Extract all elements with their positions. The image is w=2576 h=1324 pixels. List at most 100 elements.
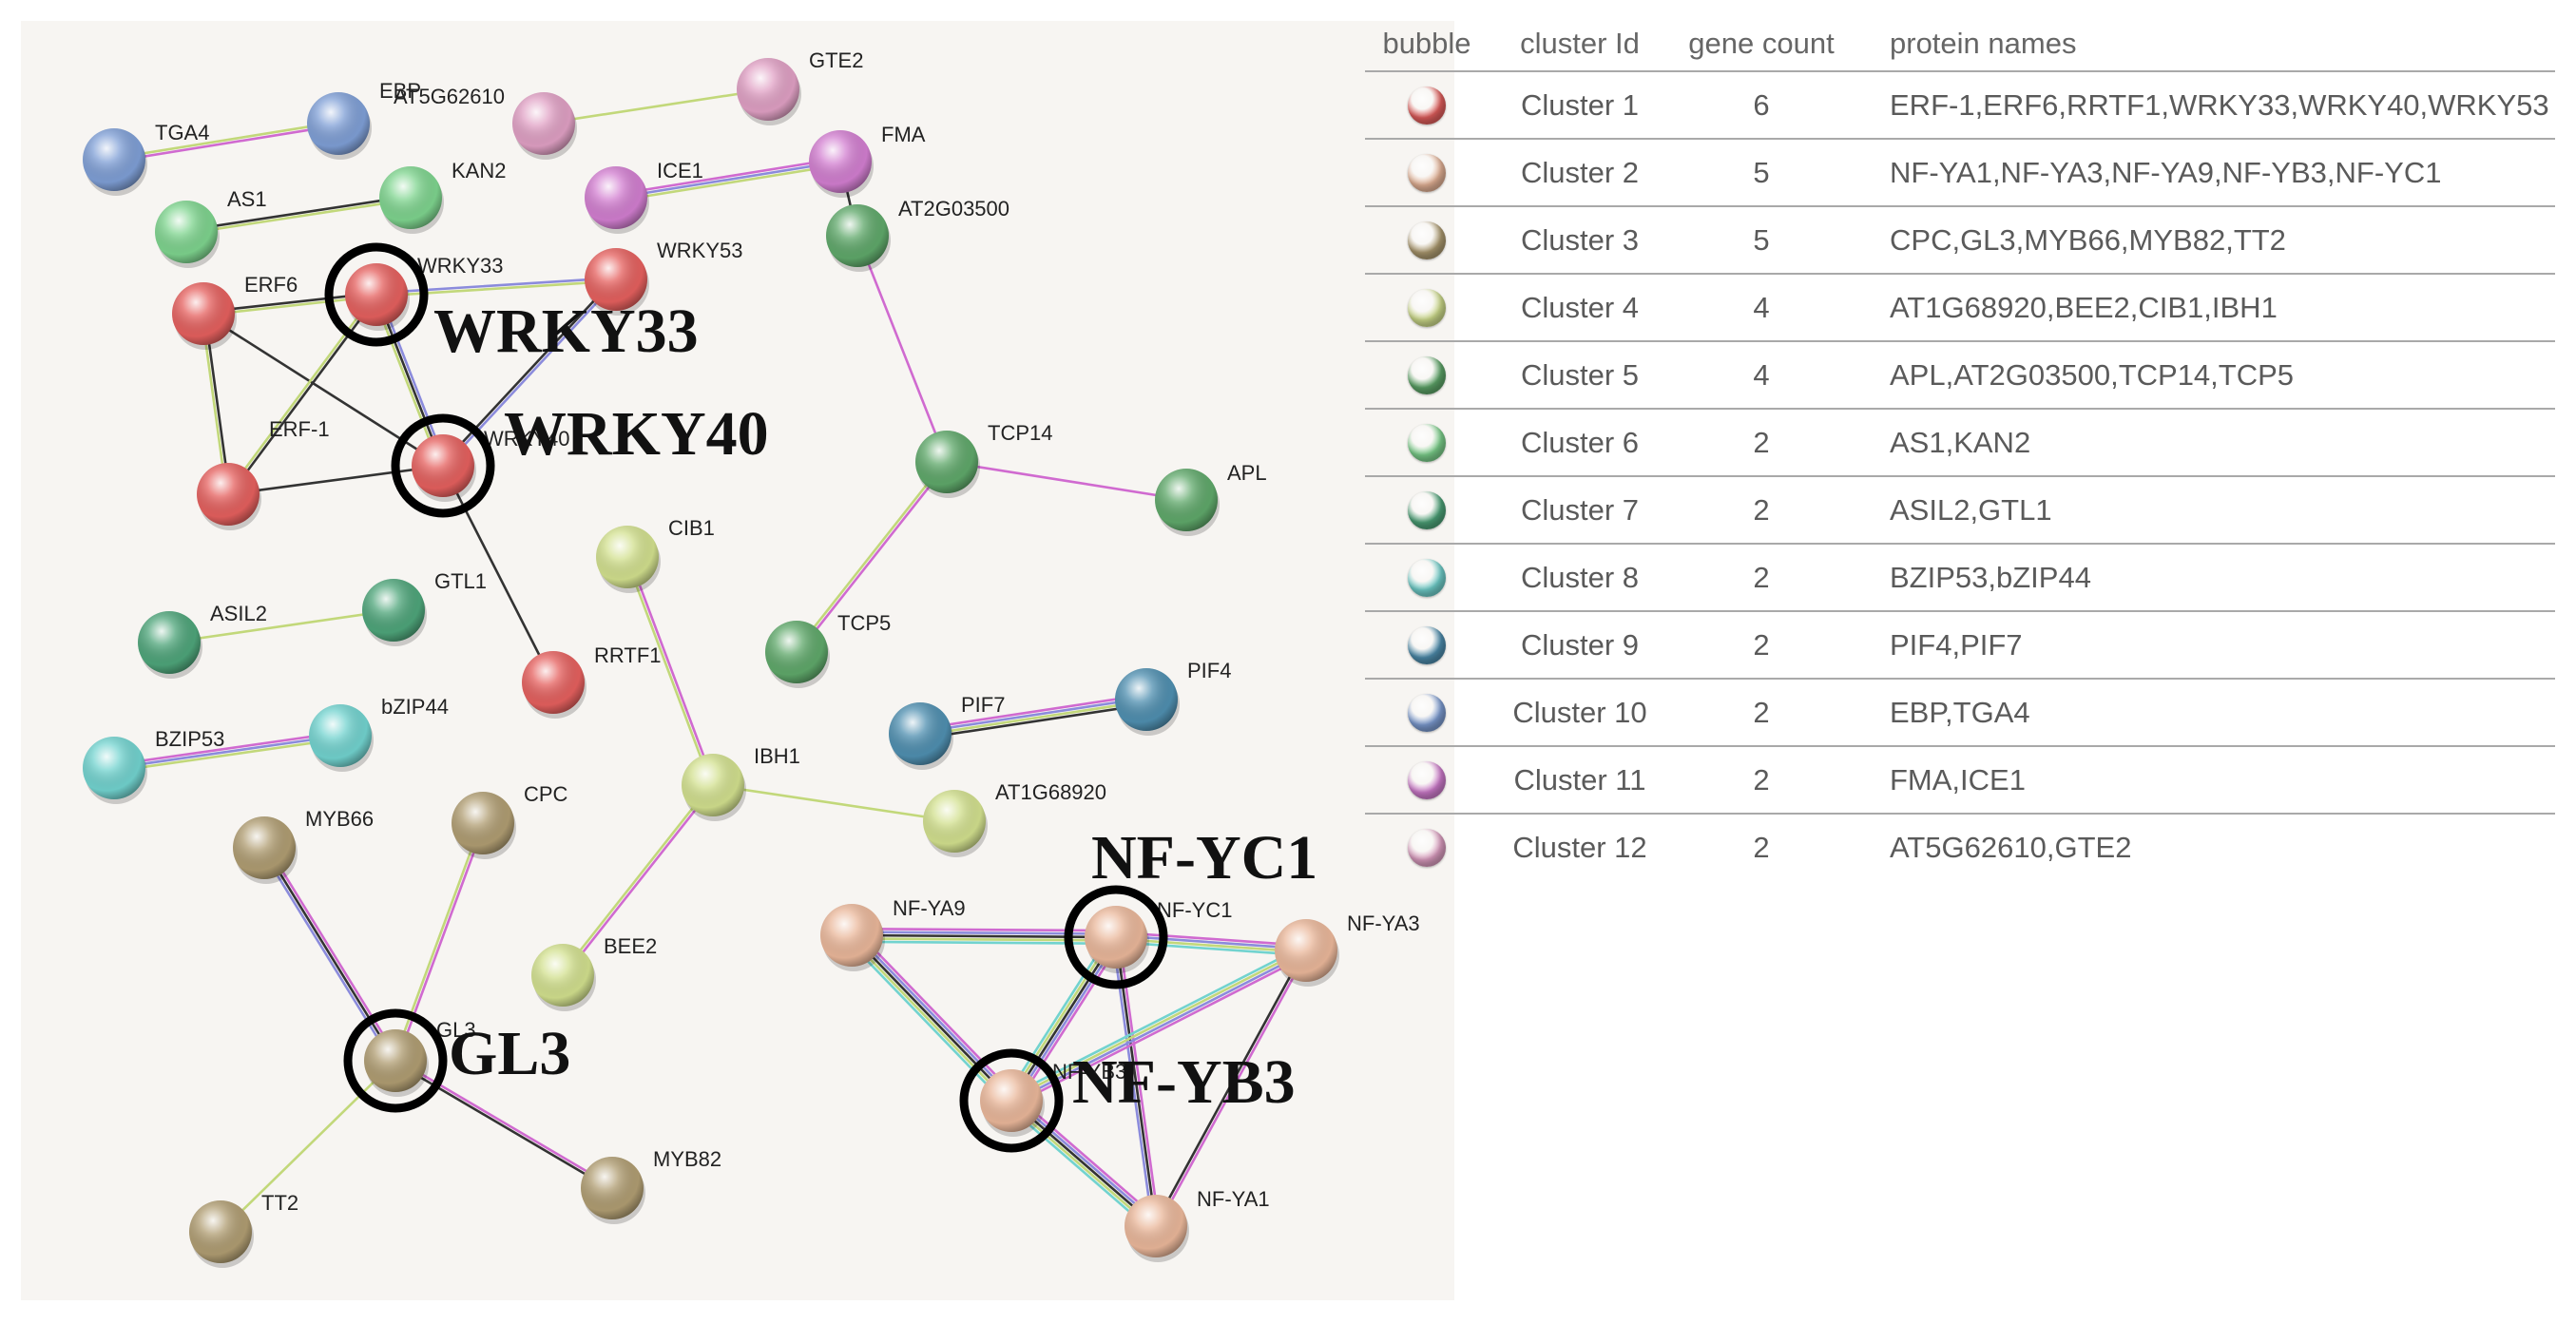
node-label: NF-YA1	[1197, 1187, 1270, 1211]
node-label: APL	[1227, 461, 1267, 485]
node-label: AT2G03500	[898, 197, 1009, 221]
edge-strand	[855, 234, 949, 464]
cell-cluster-id: Cluster 7	[1489, 475, 1671, 544]
node-label: TCP14	[988, 421, 1052, 445]
edge-strand	[542, 87, 770, 125]
node-label: KAN2	[452, 159, 506, 182]
edge-strand	[395, 822, 486, 1063]
node-label: TGA4	[155, 121, 209, 144]
highlight-label: NF-YB3	[1072, 1047, 1296, 1117]
cell-cluster-id: Cluster 12	[1489, 813, 1671, 880]
node-gloss	[197, 463, 260, 526]
edge-strand	[1114, 937, 1308, 953]
node-kan2: KAN2	[379, 159, 506, 234]
edge-ibh1-at1g68920	[711, 783, 956, 823]
cell-cluster-id: Cluster 4	[1489, 273, 1671, 341]
node-pif4: PIF4	[1115, 659, 1231, 736]
edge-strand	[1153, 948, 1306, 1227]
cell-bubble	[1365, 745, 1489, 814]
node-label: GL3	[436, 1018, 476, 1042]
edge-strand	[918, 697, 1148, 734]
node-label: IBH1	[754, 744, 800, 768]
table-header-row: bubble cluster Id gene count protein nam…	[1365, 17, 2555, 71]
node-nf-yb3: NF-YB3	[980, 1060, 1126, 1137]
edge-strand	[845, 938, 1009, 1107]
edge-strand	[225, 292, 376, 495]
node-gloss	[522, 651, 585, 714]
edge-strand	[614, 160, 842, 200]
node-gloss	[233, 816, 296, 879]
cell-bubble	[1365, 475, 1489, 544]
node-gloss	[1155, 469, 1218, 531]
edge-strand	[1007, 933, 1115, 1101]
cell-protein-names: FMA,ICE1	[1852, 745, 2555, 814]
edge-strand	[797, 461, 950, 655]
header-gene-count: gene count	[1688, 27, 1835, 60]
edge-strand	[563, 784, 716, 978]
edge-tcp14-apl	[945, 460, 1188, 502]
cluster-table: bubble cluster Id gene count protein nam…	[1365, 17, 2555, 880]
highlight-label: WRKY33	[433, 297, 699, 366]
cell-gene-count: 2	[1671, 678, 1852, 746]
node-label: ERF6	[244, 273, 298, 297]
node-label: ERF-1	[269, 417, 330, 441]
cluster-bubble-icon	[1408, 625, 1446, 664]
edge-strand	[560, 782, 713, 976]
node-gloss	[412, 434, 474, 497]
edge-at5g62610-gte2	[542, 87, 770, 125]
cluster-bubble-icon	[1408, 153, 1446, 192]
edge-as1-kan2	[184, 195, 413, 235]
cluster-bubble-icon	[1408, 760, 1446, 799]
edge-strand	[1114, 934, 1308, 950]
node-tcp5: TCP5	[765, 611, 891, 688]
node-gloss	[826, 204, 889, 267]
edge-strand	[918, 700, 1148, 737]
edge-strand	[228, 294, 379, 497]
node-gte2: GTE2	[737, 48, 863, 125]
edge-strand	[113, 738, 342, 773]
edge-strand	[615, 163, 842, 202]
edge-strand	[1008, 1102, 1156, 1230]
node-nf-yc1: NF-YC1	[1085, 898, 1232, 973]
node-wrky53: WRKY53	[585, 239, 742, 316]
edge-strand	[260, 848, 394, 1065]
cell-protein-names: ASIL2,GTL1	[1852, 475, 2555, 544]
edge-strand	[1009, 935, 1118, 1103]
edge-strand	[112, 124, 340, 163]
node-gloss	[172, 282, 235, 345]
edge-strand	[625, 556, 713, 787]
edge-strand	[1011, 1097, 1160, 1225]
edge-strand	[1009, 1099, 1158, 1228]
node-label: MYB82	[653, 1147, 721, 1171]
node-label: BZIP53	[155, 727, 224, 751]
cell-bubble	[1365, 273, 1489, 341]
edge-strand	[627, 555, 716, 786]
edge-strand	[1006, 1103, 1153, 1233]
cluster-bubble-icon	[1408, 221, 1446, 259]
edge-strand	[112, 731, 341, 766]
node-bzip44: bZIP44	[309, 695, 449, 772]
node-label: WRKY53	[657, 239, 742, 262]
edge-strand	[1008, 945, 1305, 1098]
edge-wrky40-rrtf1	[441, 464, 555, 684]
edge-wrky33-erf-1	[225, 292, 379, 497]
edge-strand	[394, 1058, 615, 1188]
cell-gene-count: 6	[1671, 70, 1852, 139]
edge-strand	[167, 608, 395, 644]
node-gloss	[765, 621, 828, 683]
cluster-bubble-icon	[1408, 86, 1446, 125]
node-label: GTE2	[809, 48, 863, 72]
edge-strand	[848, 936, 1010, 1104]
edge-strand	[442, 278, 619, 469]
cell-protein-names: EBP,TGA4	[1852, 678, 2555, 746]
node-gloss	[737, 58, 799, 121]
edge-nf-ya3-nf-ya1	[1153, 948, 1309, 1229]
highlight-ring	[324, 242, 429, 347]
